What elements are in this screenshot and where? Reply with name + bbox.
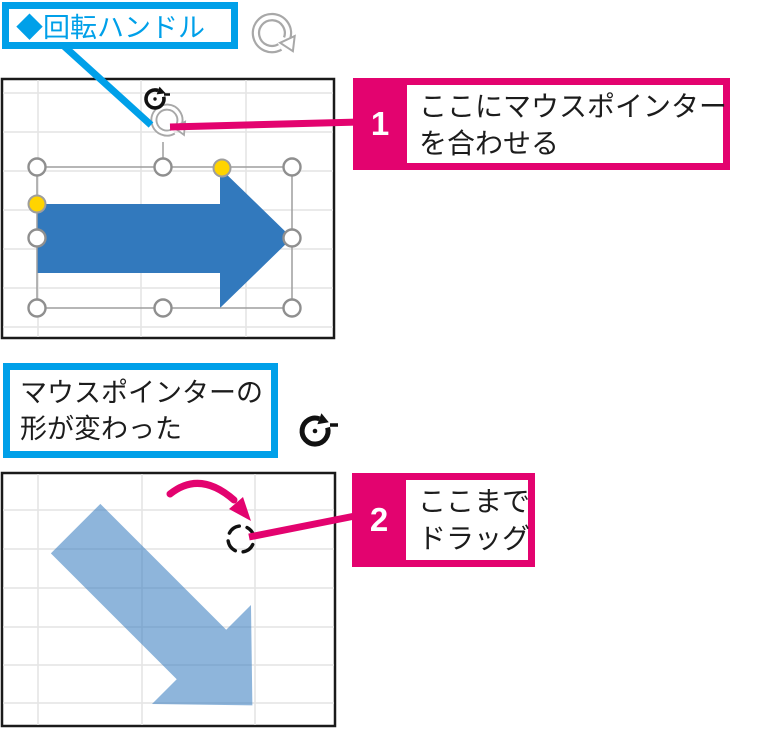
pointer-changed-label-line1: マウスポインターの — [20, 377, 263, 408]
step1-callout: 1 ここにマウスポインター を合わせる — [353, 78, 730, 170]
sizing-handle[interactable] — [282, 228, 302, 248]
sizing-handle[interactable] — [153, 298, 173, 318]
blue-pointer-line — [52, 35, 154, 128]
rotation-handle-label-text: ◆回転ハンドル — [16, 13, 205, 43]
sizing-handle[interactable] — [282, 298, 302, 318]
sizing-handle[interactable] — [27, 228, 47, 248]
sizing-handle[interactable] — [27, 157, 47, 177]
screenshot-before — [0, 77, 336, 340]
step2-callout: 2 ここまで ドラッグ — [352, 473, 535, 567]
adjustment-handle[interactable] — [212, 158, 232, 178]
rotate-handle-icon — [251, 12, 296, 54]
sizing-handle[interactable] — [153, 157, 173, 177]
step2-text-line2: ドラッグ — [418, 523, 531, 554]
sizing-handle[interactable] — [27, 298, 47, 318]
block-arrow-shape-rotated[interactable] — [26, 479, 302, 733]
sizing-handles — [27, 157, 302, 318]
pink-pointer-line-step1 — [169, 118, 361, 131]
pink-drag-arrow — [166, 479, 251, 521]
adjustment-handle[interactable] — [27, 194, 47, 214]
step1-text-line1: ここにマウスポインター — [419, 91, 728, 122]
step1-number: 1 — [370, 105, 390, 142]
sizing-handle[interactable] — [282, 157, 302, 177]
step1-text: ここにマウスポインター を合わせる — [407, 85, 728, 163]
step2-number: 2 — [369, 501, 389, 538]
pointer-changed-label-line2: 形が変わった — [20, 413, 182, 444]
rotation-handle-label: ◆回転ハンドル — [2, 2, 238, 49]
step1-text-line2: を合わせる — [419, 128, 560, 159]
step2-text-line1: ここまで — [418, 486, 531, 517]
pointer-changed-label: マウスポインターの 形が変わった — [3, 363, 278, 458]
pink-pointer-line-step2 — [248, 511, 361, 541]
screenshot-after — [0, 471, 337, 733]
rotating-drag-cursor-icon — [226, 524, 256, 554]
rotate-cursor-icon — [299, 413, 338, 447]
block-arrow-shape[interactable] — [37, 168, 292, 308]
rotate-cursor-icon — [144, 86, 170, 110]
step2-text: ここまで ドラッグ — [406, 480, 531, 560]
